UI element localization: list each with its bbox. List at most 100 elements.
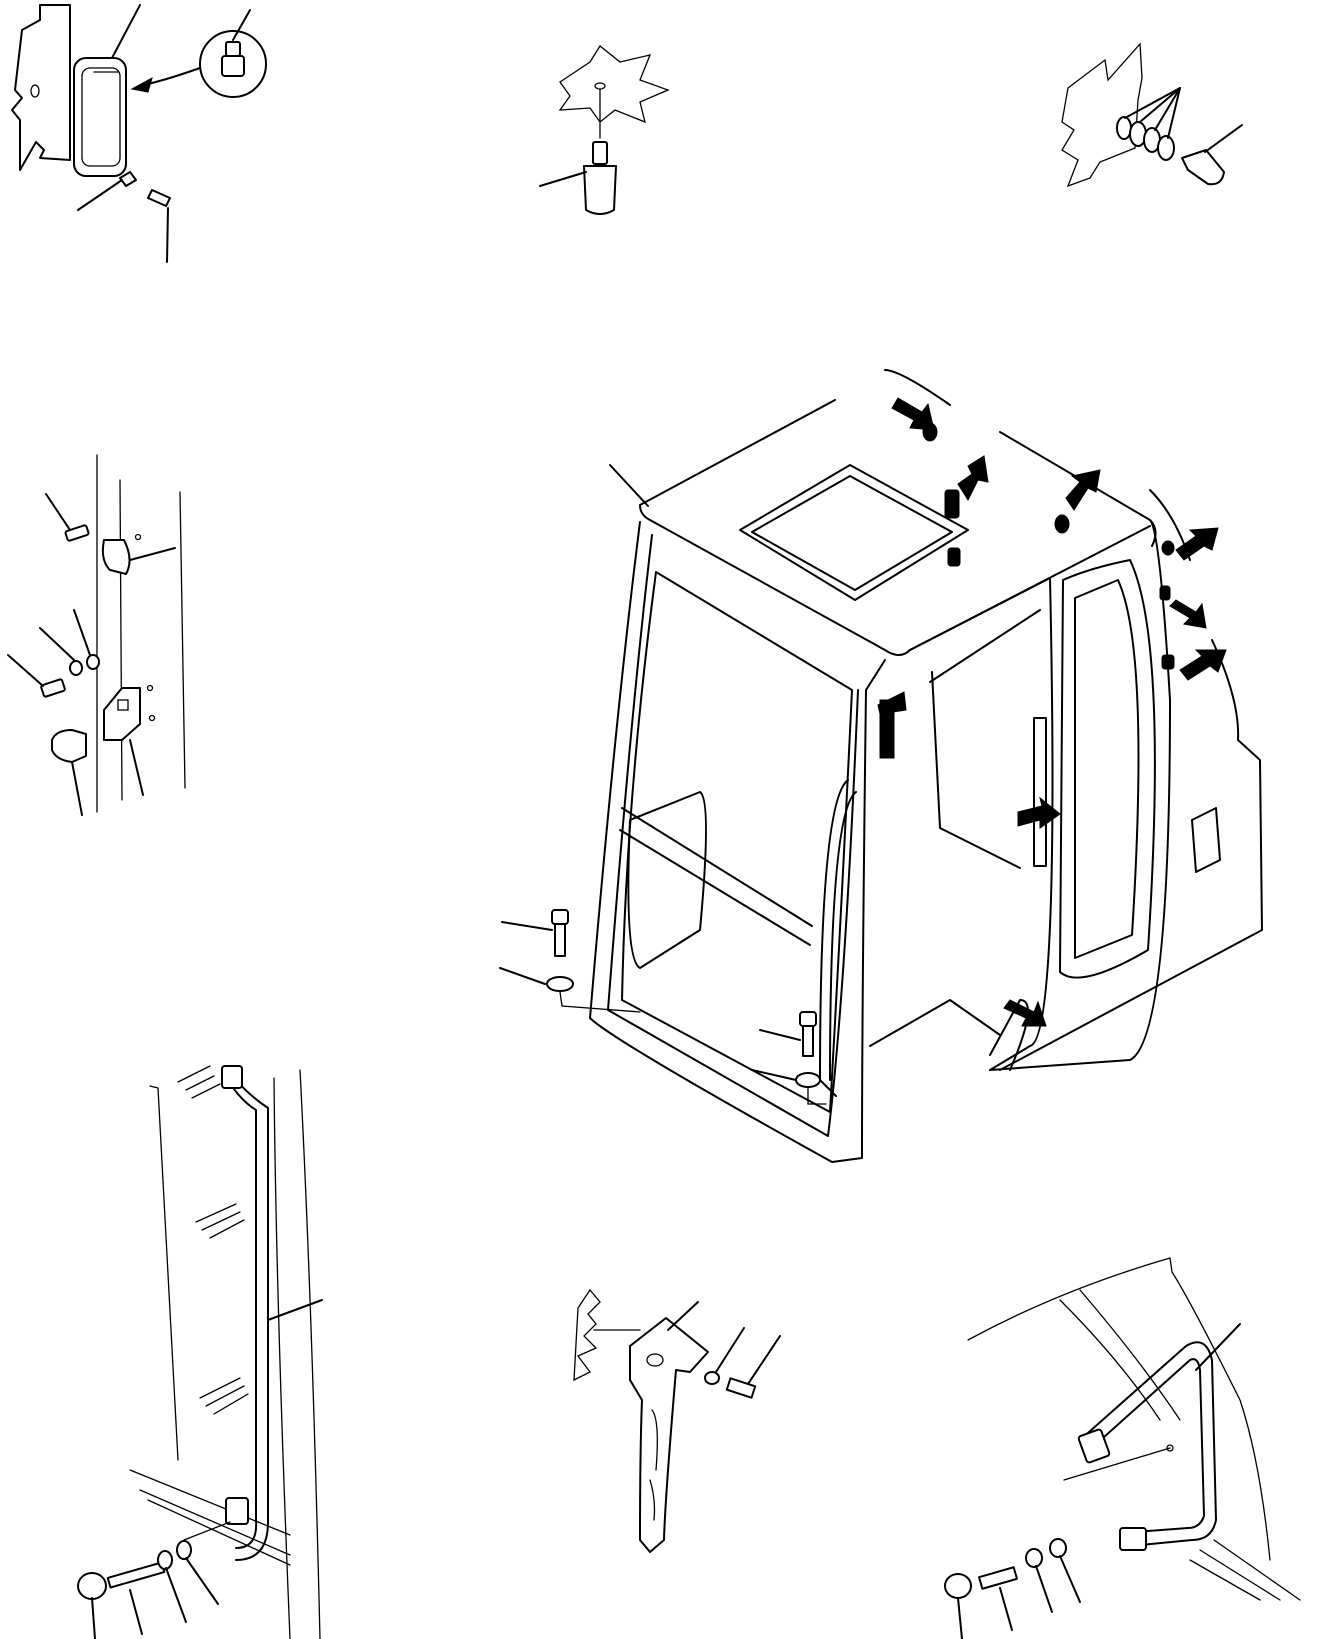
leader-line [751,1069,797,1081]
leader-line [129,1589,143,1635]
leader-line [91,1597,96,1639]
arrow-icon [1179,649,1227,681]
socket-bolt-icon [799,1011,817,1027]
leader-line [759,1029,801,1041]
panel-fragment [1061,42,1143,188]
roof-panel-fragment [558,45,670,124]
leader-line [111,4,141,59]
cab-front-frame [589,521,886,1163]
bolt-icon [40,678,66,698]
washer-icon [704,1371,720,1385]
cab-side [869,577,1054,1071]
washer-1-icon [1116,116,1132,140]
washer-icon [86,654,100,670]
leader-line [267,1299,323,1321]
washer-icon [795,1072,821,1088]
washer-4-icon [1157,135,1175,161]
leader-line [1167,87,1181,139]
plug-icon [1181,149,1225,186]
leader-line [539,171,587,187]
leader-line [747,1335,781,1385]
arrow-icon [1169,599,1207,629]
leader-line [715,1327,745,1373]
screw-icon [147,189,171,207]
arrow-icon [1065,469,1101,511]
leader-line [999,1587,1013,1631]
washer-icon [157,1550,173,1570]
cab-assembly [499,369,1263,1163]
bulb-icon [225,41,241,57]
cab-roof [639,399,1157,656]
rubber-bumper-icon [51,729,87,763]
grip-assembly [944,1257,1301,1639]
leader-line [185,1557,219,1605]
handrail-bracket [225,1497,249,1525]
stud-icon [592,141,608,165]
striker-icon [629,1317,709,1553]
arrow-icon [1003,999,1047,1027]
washer-icon [69,660,83,676]
leader-line [129,547,176,561]
mount-hole [30,84,40,98]
leader-line [45,493,71,531]
lamp-lens [81,67,121,167]
plug-assembly [1061,42,1243,188]
arrow-icon [957,455,989,502]
rubber-stopper-icon [583,165,617,215]
cap-nut-icon [944,1573,972,1599]
handrail-bar [227,1079,269,1561]
roof-hatch [739,464,969,601]
grip-bracket [1119,1527,1147,1551]
bolt-icon [64,524,90,542]
bracket-icon [103,687,141,741]
lamp-body [73,57,127,177]
windshield [621,571,853,1113]
leader-line [165,1567,187,1623]
lamp-assembly [11,4,267,263]
washer-icon [1025,1548,1043,1568]
window-bar [619,807,813,946]
leader-line [499,967,546,985]
handrail-assembly [77,1065,323,1639]
hatching [195,1203,245,1239]
door-stopper-mark [1159,585,1171,601]
washer-icon [1049,1538,1067,1558]
cab-side-panel [149,1085,179,1461]
assist-grip-bar [1079,1341,1217,1547]
leader-line [73,609,91,656]
cap-nut-icon [77,1572,107,1600]
arrow-icon [1017,796,1061,829]
washer-icon [176,1540,192,1560]
leader-line [7,654,44,687]
arrowhead [130,76,153,93]
door-stopper-mark [1161,540,1175,556]
bolt-icon [106,1561,166,1589]
leader-line [39,627,75,661]
arrow-icon [1175,527,1219,561]
bolt-shank [554,923,566,957]
grip-bracket [1077,1428,1111,1464]
leader-line [1195,1323,1241,1371]
nut-icon [119,171,137,187]
lamp-mount-plate [11,4,71,171]
hatching [199,1377,249,1415]
leader-line [129,739,144,796]
socket-bolt-icon [551,909,569,925]
arrow-icon [891,397,935,431]
leader-line [501,921,553,931]
hatching [177,1065,221,1099]
stopper-assembly [539,45,670,215]
leader-line [166,207,169,263]
bolt-shank [802,1025,814,1057]
catch-hook-icon [101,539,131,575]
door-catch-assembly [7,454,186,816]
bolt-icon [978,1566,1018,1590]
leader-line [71,761,83,816]
leader-line [957,1597,963,1639]
leader-line [1204,124,1243,153]
cab-door [1059,559,1156,979]
leader-line [667,1301,699,1331]
cab-interior-edge [967,1257,1271,1561]
door-lock-plate [1191,807,1221,873]
